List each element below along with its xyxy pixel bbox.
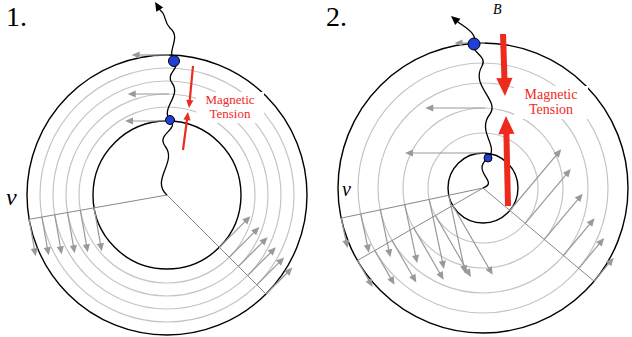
velocity-arrow-head <box>486 266 493 275</box>
velocity-arrow-head <box>259 237 267 245</box>
velocity-arrow-head <box>596 238 604 246</box>
velocity-arrow-head <box>268 247 276 255</box>
velocity-arrow-head <box>425 104 433 111</box>
velocity-arrow <box>80 210 86 245</box>
velocity-arrow <box>139 54 169 55</box>
velocity-arrow-head <box>385 249 392 258</box>
velocity-arrow <box>132 120 169 121</box>
panel-number: 2. <box>326 2 347 33</box>
velocity-arrow <box>414 228 440 274</box>
field-point <box>166 116 175 125</box>
velocity-arrow <box>510 155 557 211</box>
velocity-arrow-head <box>464 268 471 277</box>
velocity-arrow-head <box>97 243 104 252</box>
velocity-arrow-head <box>436 271 443 280</box>
velocity-arrow-head <box>575 194 583 202</box>
velocity-arrow-head <box>606 258 614 266</box>
tension-arrow <box>503 34 504 79</box>
velocity-arrow-head <box>44 247 51 256</box>
field-line <box>458 22 492 188</box>
velocity-arrow-head <box>128 90 136 97</box>
velocity-arrow <box>135 93 169 94</box>
velocity-arrow-head <box>412 255 419 264</box>
velocity-arrow <box>361 214 368 246</box>
radius-line <box>29 195 167 219</box>
velocity-arrow <box>257 262 279 284</box>
velocity-arrow-head <box>70 245 77 254</box>
velocity-arrow <box>375 251 391 279</box>
field-point <box>484 154 492 162</box>
tension-arrow <box>183 119 187 150</box>
velocity-arrow-head <box>125 117 133 124</box>
velocity-arrow <box>42 217 48 248</box>
tension-arrow-head <box>186 100 193 108</box>
field-point <box>468 38 480 50</box>
velocity-arrow-head <box>563 169 571 177</box>
tension-arrow-head <box>183 112 190 120</box>
velocity-label: v⃗ <box>6 184 35 210</box>
field-point <box>169 56 180 67</box>
velocity-arrow <box>238 242 262 266</box>
velocity-arrow <box>55 215 61 247</box>
velocity-arrow-head <box>364 244 371 253</box>
velocity-arrow-head <box>455 39 463 46</box>
panel-number: 1. <box>6 2 27 33</box>
velocity-arrow-head <box>439 260 446 269</box>
velocity-arrow-head <box>31 248 38 257</box>
velocity-arrow <box>341 218 346 241</box>
velocity-arrow <box>429 199 442 262</box>
field-label: B⃗ <box>493 2 512 17</box>
velocity-arrow-head <box>83 244 90 253</box>
force-label: Magnetic Tension <box>196 92 264 123</box>
velocity-arrow <box>525 174 566 223</box>
velocity-arrow <box>563 224 590 256</box>
velocity-arrow-head <box>132 51 140 58</box>
velocity-arrow <box>248 252 271 275</box>
velocity-arrow <box>357 261 369 281</box>
velocity-arrow-head <box>342 239 349 248</box>
velocity-arrow-head <box>276 257 284 265</box>
velocity-arrow <box>594 263 609 281</box>
field-line <box>160 10 176 195</box>
velocity-arrow <box>29 219 34 249</box>
velocity-arrow-head <box>284 268 292 276</box>
velocity-arrow-head <box>242 216 250 224</box>
velocity-arrow <box>544 199 578 239</box>
velocity-label: v⃗ <box>342 178 366 200</box>
velocity-arrow <box>392 241 413 277</box>
velocity-arrow-head <box>251 227 259 235</box>
tension-arrow <box>506 133 508 206</box>
velocity-arrow <box>412 152 485 153</box>
field-arrow-head <box>155 2 163 12</box>
velocity-arrow-head <box>405 149 413 156</box>
force-label: Magnetic Tension <box>514 86 588 119</box>
velocity-arrow <box>453 206 490 269</box>
velocity-arrow-head <box>366 278 373 287</box>
tension-arrow-head <box>498 116 514 134</box>
velocity-arrow <box>266 272 287 293</box>
radius-line <box>483 188 594 281</box>
velocity-arrow <box>579 243 600 268</box>
tension-arrow-head <box>496 78 512 96</box>
velocity-arrow <box>432 107 485 108</box>
velocity-arrow-head <box>57 246 64 255</box>
velocity-arrow <box>219 221 245 247</box>
velocity-arrow-head <box>387 276 394 285</box>
tension-arrow <box>190 66 193 101</box>
velocity-arrow-head <box>587 218 595 226</box>
velocity-arrow <box>435 216 467 271</box>
velocity-arrow-head <box>409 274 416 283</box>
velocity-arrow <box>68 213 74 247</box>
field-arrow-head <box>451 16 460 25</box>
velocity-arrow-head <box>553 149 561 157</box>
radius-line <box>167 195 266 294</box>
velocity-arrow <box>94 208 100 244</box>
